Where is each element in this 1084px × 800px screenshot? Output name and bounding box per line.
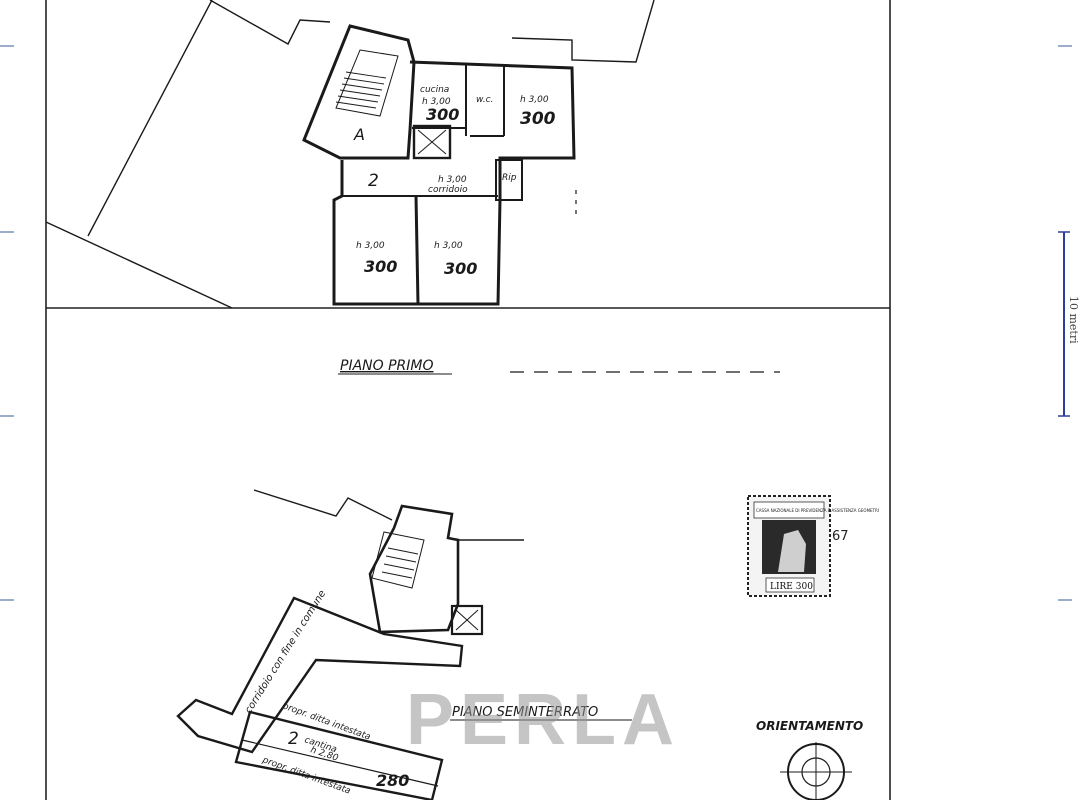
stamp-header: CASSA NAZIONALE DI PREVIDENZA E ASSISTEN… xyxy=(756,508,879,513)
room-ne-height: h 3,00 xyxy=(520,95,549,105)
first-floor-title: PIANO PRIMO xyxy=(340,358,434,374)
basement-neighbor-note-2: propr. ditta intestata xyxy=(260,755,352,797)
basement-labels: corridoio con fine in comune propr. ditt… xyxy=(243,589,409,797)
basement-unit-number: 2 xyxy=(288,729,299,749)
stamp-value: LIRE 300 xyxy=(770,582,813,592)
cellar-code: 280 xyxy=(376,771,409,790)
sheet-frame xyxy=(45,0,891,800)
scale-bar xyxy=(1058,231,1070,417)
room-se-code: 300 xyxy=(444,259,477,278)
stamp-number: 67 xyxy=(832,529,849,544)
first-floor-plan xyxy=(45,0,780,373)
room-ne-code: 300 xyxy=(520,109,556,129)
room-sw-code: 300 xyxy=(364,257,397,276)
room-se-height: h 3,00 xyxy=(434,241,463,251)
kitchen-height: h 3,00 xyxy=(422,97,451,107)
margin-ticks xyxy=(0,45,1072,601)
orientation-symbol xyxy=(780,742,852,800)
rip-label: Rip xyxy=(502,173,517,183)
area-label: A xyxy=(353,125,365,144)
scale-label: 10 metri xyxy=(1067,296,1080,344)
basement-plan xyxy=(176,489,524,800)
corridor-height: h 3,00 xyxy=(438,175,467,185)
corridor-label: corridoio xyxy=(428,185,468,195)
basement-title: PIANO SEMINTERRATO xyxy=(452,705,598,720)
kitchen-code: 300 xyxy=(426,105,459,124)
kitchen-name: cucina xyxy=(420,85,449,95)
wc-label: w.c. xyxy=(476,95,493,105)
orientation-label: ORIENTAMENTO xyxy=(756,719,863,733)
basement-corridor-note: corridoio con fine in comune xyxy=(243,589,328,716)
first-floor-labels: A 2 h 3,00 corridoio Rip w.c. cucina h 3… xyxy=(353,85,556,278)
revenue-stamp xyxy=(747,495,831,597)
room-sw-height: h 3,00 xyxy=(356,241,385,251)
unit-number: 2 xyxy=(368,171,379,191)
